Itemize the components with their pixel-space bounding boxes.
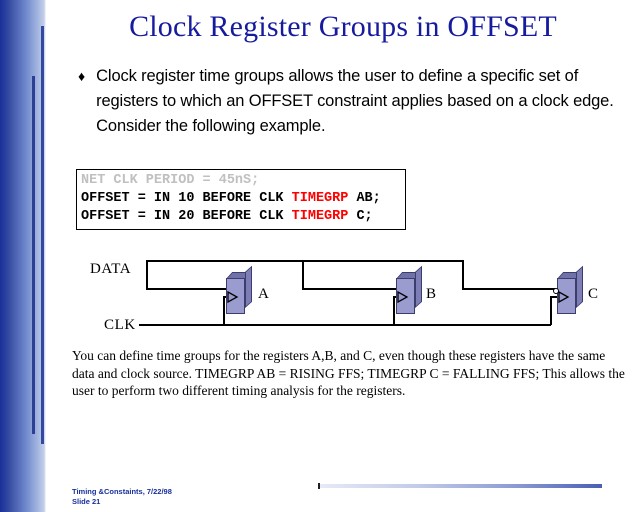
explanation-paragraph: You can define time groups for the regis…: [72, 348, 625, 398]
register-clocking-schematic: DATA CLK A: [0, 248, 640, 344]
register-label-b: B: [426, 286, 437, 302]
code-keyword-timegrp: TIMEGRP: [291, 191, 349, 206]
code-line-1: NET CLK PERIOD = 45nS;: [81, 173, 260, 188]
register-ff-c: [557, 265, 583, 314]
data-wire-to-ff-a: [146, 288, 226, 290]
sidebar-accent-line-2: [41, 26, 44, 444]
slide-title: Clock Register Groups in OFFSET: [129, 10, 557, 43]
register-ff-c-inversion-bubble-icon: [553, 288, 559, 294]
register-label-a: A: [258, 286, 269, 302]
clk-wire-ff-a-riser: [223, 296, 225, 325]
footer-slide-number: Slide 21: [72, 496, 101, 506]
data-wire-to-ff-b: [302, 288, 396, 290]
clk-wire-ff-c-riser: [550, 296, 552, 325]
register-ff-c-side: [576, 265, 583, 308]
register-label-c: C: [588, 286, 599, 302]
sidebar-accent-line-1: [32, 76, 35, 434]
code-line-3-pre: OFFSET = IN 20 BEFORE CLK: [81, 209, 292, 224]
data-wire-top-rail-2: [302, 260, 464, 262]
bullet-diamond-icon: ♦: [78, 68, 86, 84]
code-keyword-timegrp: TIMEGRP: [291, 209, 349, 224]
clk-wire-rail: [139, 324, 551, 326]
register-ff-b-side: [415, 265, 422, 308]
register-ff-c-clock-triangle-icon: [558, 291, 570, 303]
code-line-2-pre: OFFSET = IN 10 BEFORE CLK: [81, 191, 292, 206]
slide-sidebar-decoration: [0, 0, 46, 512]
code-line-2-post: AB;: [348, 191, 381, 206]
clk-wire-ff-b-riser: [393, 296, 395, 325]
data-wire-to-ff-c: [462, 288, 555, 290]
code-line-3-post: C;: [348, 209, 373, 224]
constraint-code-block: NET CLK PERIOD = 45nS; OFFSET = IN 10 BE…: [76, 169, 406, 230]
data-signal-label: DATA: [90, 261, 132, 277]
bullet-item: ♦ Clock register time groups allows the …: [78, 64, 628, 139]
footer-gradient-rule: [320, 484, 602, 488]
data-wire-ff-c-drop: [462, 260, 464, 289]
register-ff-a-clock-triangle-icon: [227, 291, 239, 303]
register-ff-a: [226, 265, 252, 314]
register-ff-b-clock-triangle-icon: [397, 291, 409, 303]
clk-signal-label: CLK: [104, 317, 136, 333]
code-line-2: OFFSET = IN 10 BEFORE CLK TIMEGRP AB;: [81, 190, 400, 208]
footer-rule-cap: [318, 483, 320, 489]
footer-deck-title: Timing &Constaints, 7/22/98: [72, 487, 172, 496]
data-wire-left-riser: [146, 260, 148, 289]
register-ff-b: [396, 265, 422, 314]
clk-wire-ff-c-stub: [550, 296, 559, 298]
register-ff-a-side: [245, 265, 252, 308]
data-wire-ff-b-drop: [302, 260, 304, 289]
data-wire-top-rail-1: [146, 260, 303, 262]
code-line-3: OFFSET = IN 20 BEFORE CLK TIMEGRP C;: [81, 208, 400, 226]
bullet-item-text: Clock register time groups allows the us…: [96, 67, 614, 135]
